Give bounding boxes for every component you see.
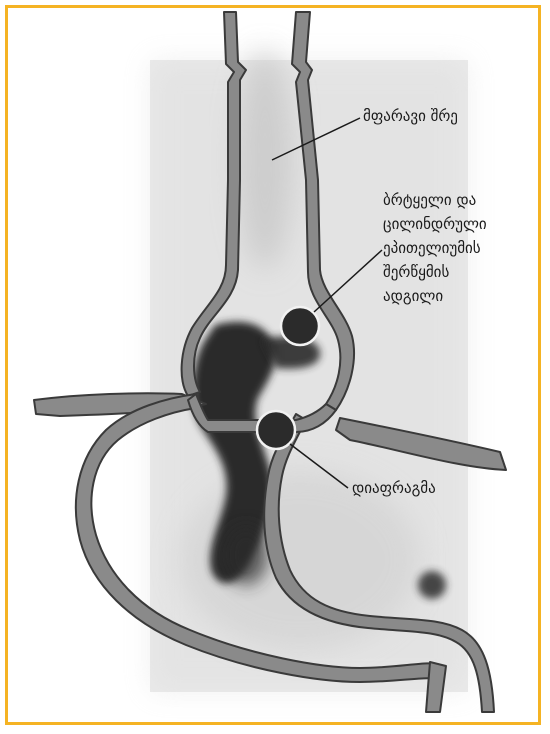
junction-label-line-4: შერწყმის xyxy=(383,260,487,284)
mucus-layer-label: მფარავი შრე xyxy=(363,104,458,128)
diaphragm-marker-circle xyxy=(257,411,295,449)
pylorus-stub xyxy=(426,662,446,712)
junction-label-line-2: ცილინდრული xyxy=(383,212,487,236)
epithelium-junction-label: ბრტყელი და ცილინდრული ეპითელიუმის შერწყმ… xyxy=(383,188,487,308)
junction-label-line-3: ეპითელიუმის xyxy=(383,236,487,260)
junction-label-line-5: ადგილი xyxy=(383,284,487,308)
junction-marker-circle xyxy=(281,307,319,345)
diaphragm-label: დიაფრაგმა xyxy=(352,476,436,500)
junction-label-line-1: ბრტყელი და xyxy=(383,188,487,212)
